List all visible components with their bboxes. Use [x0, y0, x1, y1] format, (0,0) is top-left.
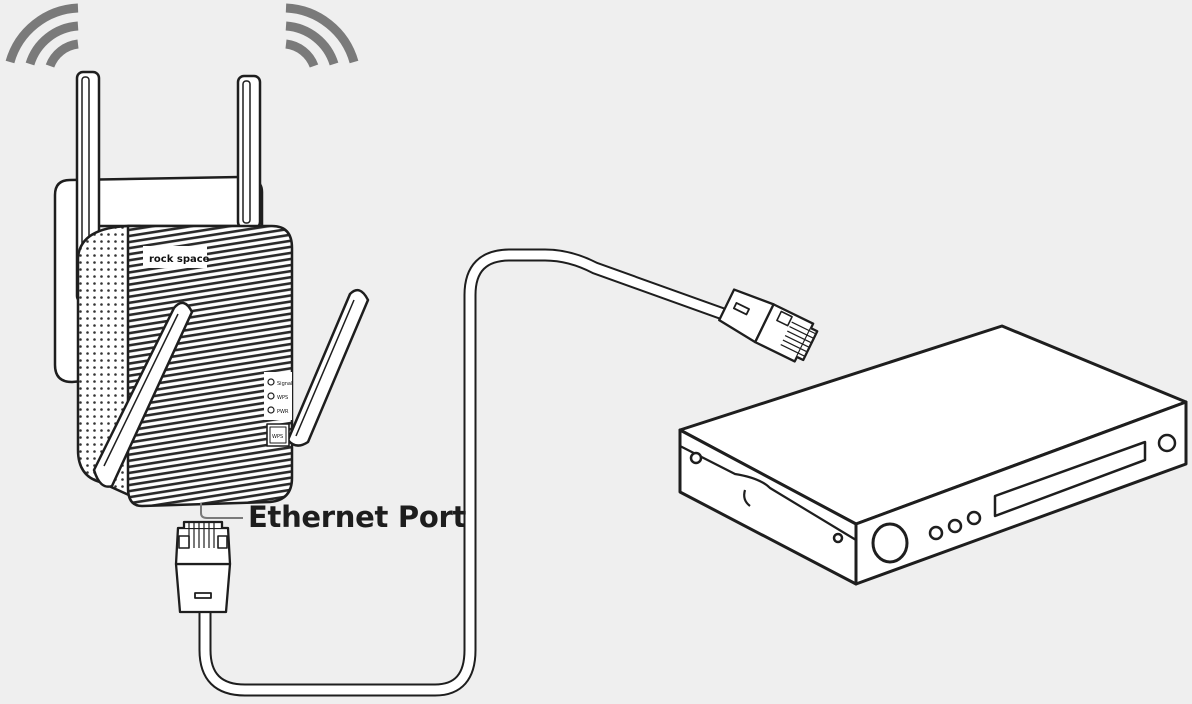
led-label-pwr: PWR [277, 409, 289, 415]
led-wps-icon [267, 392, 275, 400]
antenna-front-left [92, 301, 194, 488]
brand-plate [143, 246, 207, 268]
ethernet-port-label: Ethernet Port [248, 500, 467, 534]
power-button-icon [1157, 433, 1177, 453]
disc-slot [993, 440, 1147, 518]
led-signal-icon [267, 378, 275, 386]
antenna-front-right [286, 288, 370, 447]
device-button-1-icon [928, 525, 944, 541]
device-button-3-icon [966, 510, 982, 526]
range-extender [53, 70, 370, 508]
led-label-signal: Signal [277, 381, 292, 387]
led-label-wps: WPS [277, 395, 288, 401]
ethernet-cable [198, 248, 747, 697]
rj45-connector-extender [174, 520, 232, 614]
wifi-signal-left-icon [5, 3, 79, 68]
led-pwr-icon [267, 406, 275, 414]
rj45-connector-device [718, 288, 819, 363]
wps-button-label: WPS [272, 434, 283, 440]
media-device [678, 324, 1188, 586]
wifi-signal-right-icon [285, 3, 359, 68]
volume-knob-icon [871, 522, 909, 564]
antenna-rear-right [236, 74, 262, 230]
brand-logo: rock space [149, 254, 210, 265]
callout-line [200, 503, 243, 519]
device-button-2-icon [947, 518, 963, 534]
